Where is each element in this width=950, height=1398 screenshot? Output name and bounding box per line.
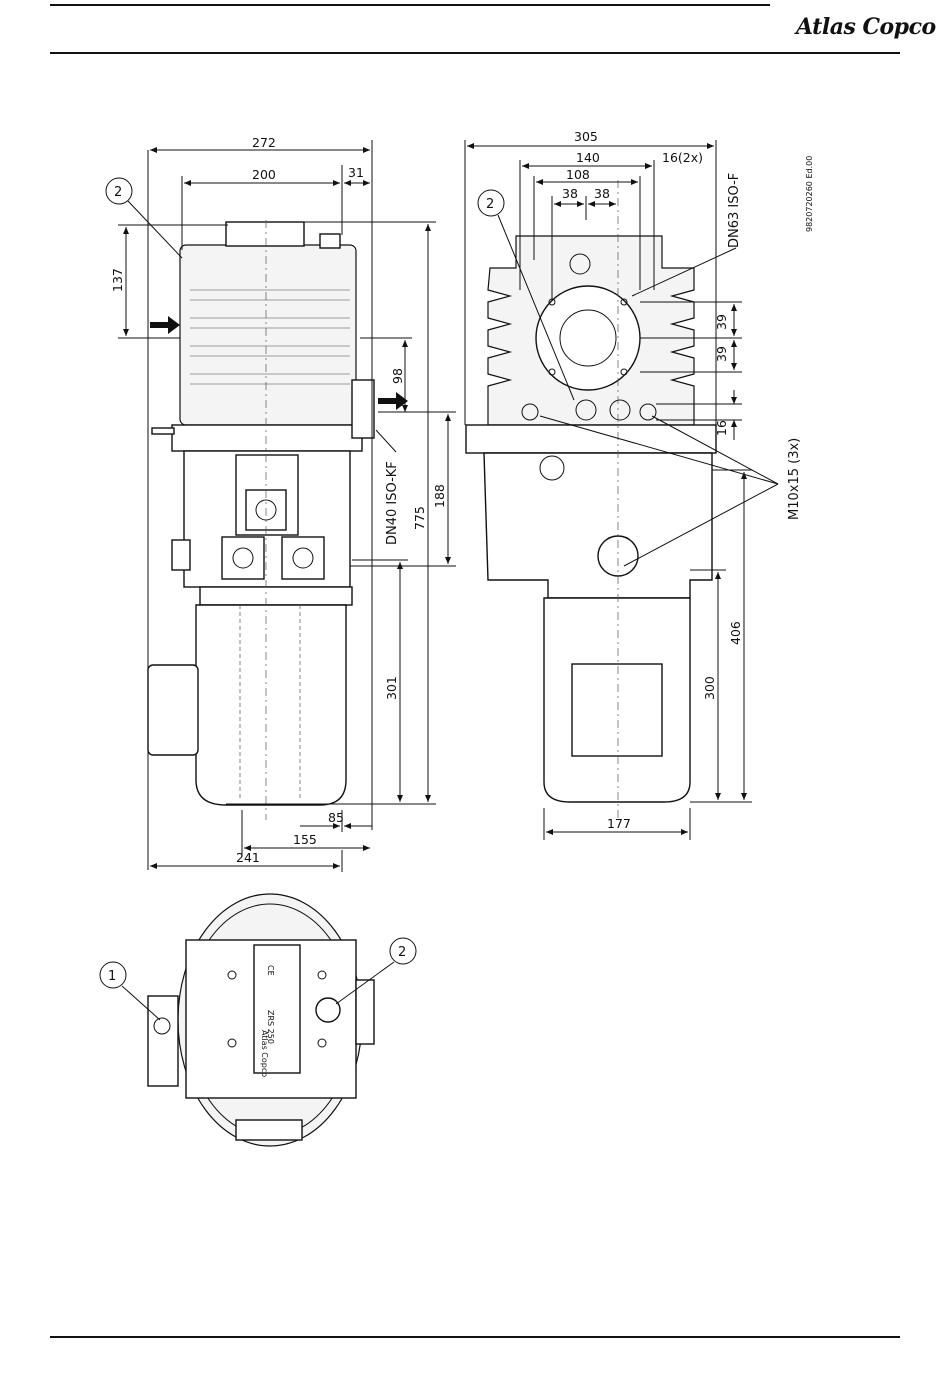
front-terminal-box [572, 664, 662, 756]
front-lower-body [484, 453, 712, 598]
top-bottom-flange [236, 1120, 302, 1140]
dim-39-b: 39 [714, 346, 729, 362]
dim-98: 98 [390, 368, 405, 384]
top-view: ZRS 250 CE Atlas Copco 1 2 [100, 894, 416, 1146]
side-port-right [282, 537, 324, 579]
dim-85: 85 [328, 810, 344, 825]
top-drain-port [316, 998, 340, 1022]
dim-200: 200 [252, 167, 276, 182]
front-view: 305 140 16(2x) 108 38 38 DN63 ISO-F 3 [465, 129, 802, 840]
label-dn63-iso-f: DN63 ISO-F [727, 173, 742, 248]
nameplate-brand: Atlas Copco [260, 1030, 269, 1077]
front-middle-flange [466, 425, 716, 453]
document-code: 9820720260 Ed.00 [805, 156, 814, 232]
dim-140: 140 [576, 150, 600, 165]
side-middle-flange [172, 425, 362, 451]
dim-31: 31 [348, 165, 364, 180]
side-pump-housing [180, 245, 356, 425]
top-callout-2: 2 [398, 945, 406, 960]
side-motor-flange [200, 587, 352, 605]
side-view: 272 200 31 137 98 188 775 301 [106, 135, 456, 872]
side-handle [152, 428, 174, 434]
dim-108: 108 [566, 167, 590, 182]
dim-38-b: 38 [594, 186, 610, 201]
side-outlet-port [352, 380, 374, 438]
top-terminal-box [148, 996, 178, 1086]
dim-301: 301 [384, 676, 399, 700]
dim-300: 300 [702, 676, 717, 700]
top-callout-1: 1 [108, 969, 116, 984]
side-inlet-cap [320, 234, 340, 248]
dim-39-a: 39 [714, 314, 729, 330]
dim-406: 406 [728, 621, 743, 645]
side-inlet-flange [226, 222, 304, 246]
dim-177: 177 [607, 816, 631, 831]
inlet-arrow [150, 316, 180, 334]
side-knob [172, 540, 190, 570]
dim-16-2x: 16(2x) [662, 150, 703, 165]
side-motor [196, 605, 346, 805]
front-inlet-flange [536, 286, 640, 390]
label-m10x15: M10x15 (3x) [787, 438, 802, 520]
dim-272: 272 [252, 135, 276, 150]
outlet-arrow [378, 392, 408, 410]
side-terminal-box [148, 665, 198, 755]
dim-305: 305 [574, 129, 598, 144]
nameplate-ce: CE [266, 965, 275, 976]
dim-241: 241 [236, 850, 260, 865]
dim-188: 188 [432, 484, 447, 508]
dim-775: 775 [412, 506, 427, 530]
side-port-left [222, 537, 264, 579]
dim-137: 137 [110, 268, 125, 292]
dim-38-a: 38 [562, 186, 578, 201]
dim-155: 155 [293, 832, 317, 847]
top-outlet [356, 980, 374, 1044]
dim-16: 16 [714, 420, 729, 436]
side-callout-2: 2 [114, 185, 122, 200]
label-dn40-iso-kf: DN40 ISO-KF [385, 461, 400, 545]
front-callout-2: 2 [486, 197, 494, 212]
